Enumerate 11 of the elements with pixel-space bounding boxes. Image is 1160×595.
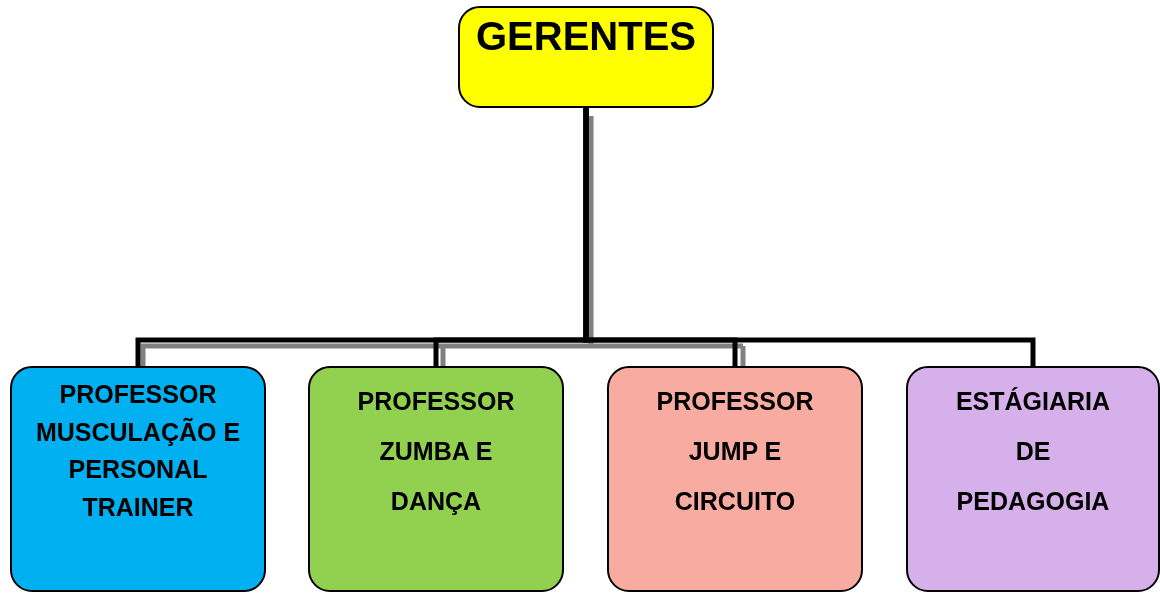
role-title: PROFESSOR JUMP E CIRCUITO [655, 386, 815, 517]
role-title: PROFESSOR ZUMBA E DANÇA [356, 386, 516, 517]
manager-box [458, 6, 714, 108]
connector-line [583, 108, 1036, 366]
role-box [607, 366, 863, 592]
role-title: GERENTES [474, 13, 697, 60]
role-box [906, 366, 1160, 592]
role-title: ESTÁGIARIA DE PEDAGOGIA [954, 386, 1112, 517]
role-box [10, 366, 266, 592]
role-title: PROFESSOR MUSCULAÇÃO E PERSONAL TRAINER [34, 379, 242, 523]
role-box [308, 366, 564, 592]
